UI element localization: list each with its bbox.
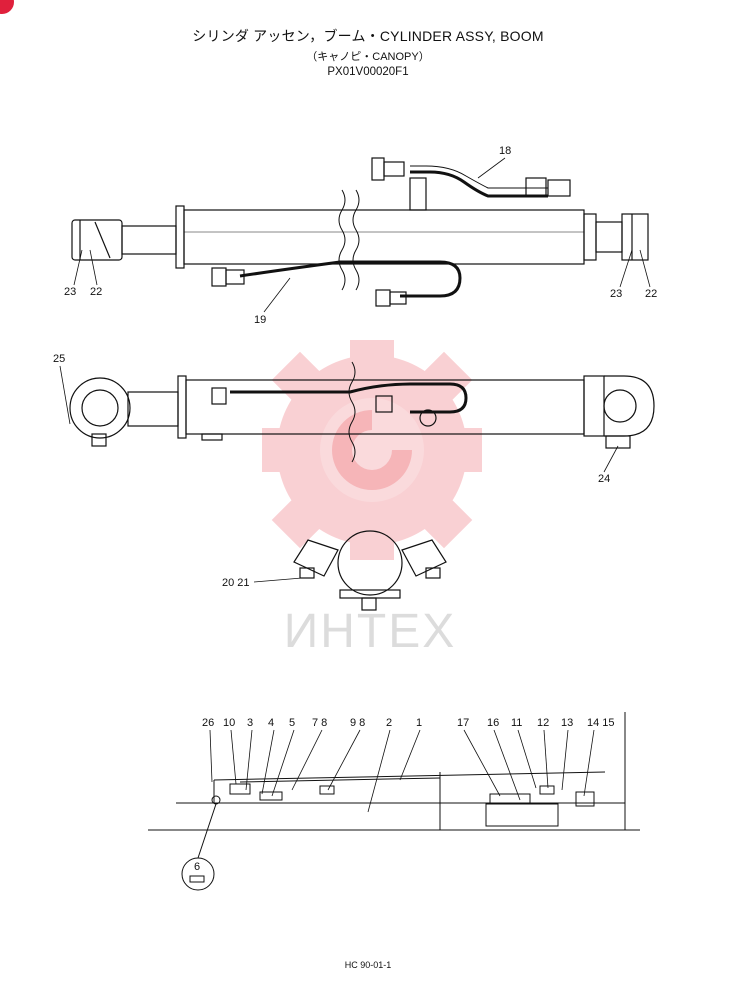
cylinder-section-view (148, 712, 640, 891)
cylinder-top-view (71, 157, 649, 307)
callout-23-right: 23 (610, 288, 622, 300)
callout-5: 5 (289, 717, 295, 729)
page-footer-ref: HC 90-01-1 (344, 960, 392, 970)
callout-23-left: 23 (64, 286, 76, 298)
cylinder-end-view (293, 530, 447, 611)
callout-labels: 18 23 22 19 23 22 25 24 20 21 26 10 3 4 … (53, 145, 657, 873)
callout-11: 11 (511, 717, 522, 729)
callout-22-right: 22 (645, 288, 657, 300)
watermark-text: ИНТЕХ (283, 605, 457, 658)
callout-16: 16 (487, 717, 499, 729)
callout-26: 26 (202, 717, 214, 729)
page-title: シリンダ アッセン，ブーム・CYLINDER ASSY, BOOM (192, 28, 544, 44)
callout-10: 10 (223, 717, 235, 729)
callout-9-8: 9 8 (350, 717, 365, 729)
callout-20-21: 20 21 (222, 577, 250, 589)
callout-1: 1 (416, 717, 422, 729)
callout-3: 3 (247, 717, 253, 729)
leader-lines (59, 157, 651, 813)
callout-7-8: 7 8 (312, 717, 327, 729)
callout-24: 24 (598, 473, 610, 485)
callout-17: 17 (457, 717, 469, 729)
callout-22-left: 22 (90, 286, 102, 298)
page-subtitle: （キャノピ・CANOPY） (306, 51, 430, 63)
callout-4: 4 (268, 717, 274, 729)
callout-13: 13 (561, 717, 573, 729)
callout-19: 19 (254, 314, 266, 326)
callout-18: 18 (499, 145, 511, 157)
part-code: PX01V00020F1 (327, 66, 409, 78)
callout-6: 6 (194, 861, 200, 873)
callout-14-15: 14 15 (587, 717, 615, 729)
callout-12: 12 (537, 717, 549, 729)
callout-25: 25 (53, 353, 65, 365)
callout-2: 2 (386, 717, 392, 729)
cylinder-side-view (69, 361, 655, 463)
